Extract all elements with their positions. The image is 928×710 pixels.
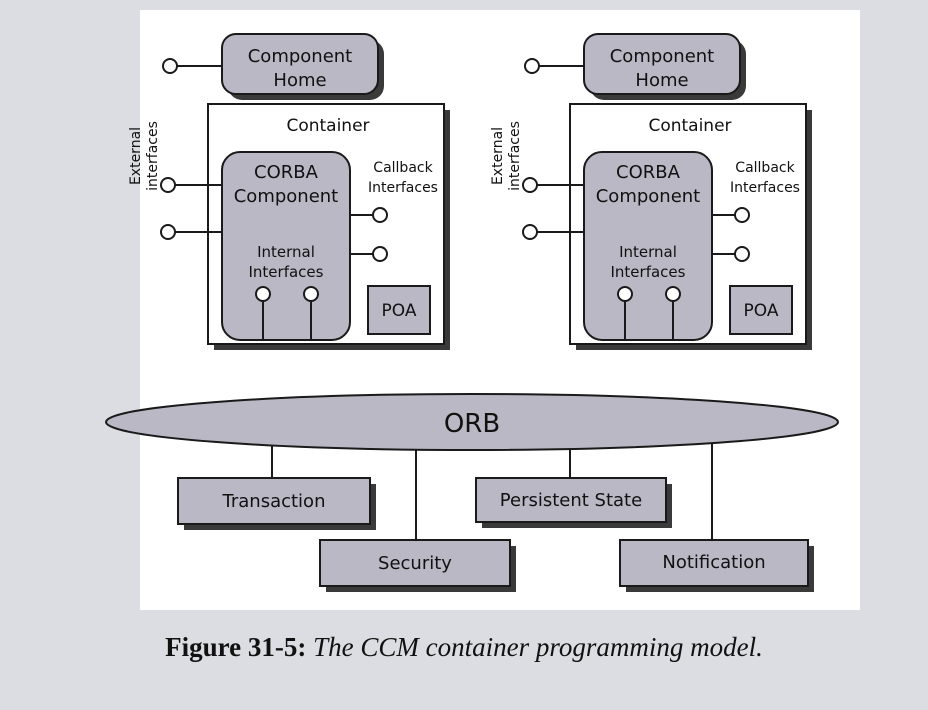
callback-interfaces-label: Interfaces (730, 180, 800, 196)
callback-port-icon (734, 246, 750, 262)
external-port-icon (522, 177, 538, 193)
external-interfaces-label: Externalinterfaces (128, 121, 161, 191)
caption-text: The CCM container programming model. (313, 632, 763, 662)
callback-port-icon (372, 246, 388, 262)
orb-label: ORB (444, 409, 500, 439)
figure-caption: Figure 31-5: The CCM container programmi… (0, 632, 928, 663)
external-interfaces-label: Externalinterfaces (490, 121, 523, 191)
component-home-label: Home (273, 70, 326, 91)
poa-box (729, 285, 793, 335)
internal-interfaces-label: Interfaces (611, 263, 686, 281)
internal-interfaces-label: Interfaces (249, 263, 324, 281)
poa-label: POA (382, 301, 417, 321)
service-persistent-state: Persistent State (475, 477, 672, 528)
left-container-group: ComponentHomeContainerExternalinterfaces… (128, 33, 450, 350)
external-port-icon (522, 224, 538, 240)
corba-component-label: Component (234, 186, 339, 207)
component-home-label: Component (248, 46, 353, 67)
callback-port-icon (734, 207, 750, 223)
home-port-icon (524, 58, 540, 74)
internal-port-icon (255, 286, 271, 302)
service-notification: Notification (619, 539, 814, 592)
poa-label: POA (744, 301, 779, 321)
component-home-box (221, 33, 379, 95)
orb-ellipse (105, 393, 839, 451)
external-port-icon (160, 177, 176, 193)
container-label: Container (648, 116, 731, 136)
service-label: Security (378, 553, 452, 574)
internal-port-icon (617, 286, 633, 302)
service-label: Persistent State (500, 490, 642, 511)
service-box (619, 539, 809, 587)
corba-component-label: CORBA (616, 162, 681, 183)
container-label: Container (286, 116, 369, 136)
service-box (319, 539, 511, 587)
right-container-group: ComponentHomeContainerExternalinterfaces… (490, 33, 812, 350)
internal-port-icon (303, 286, 319, 302)
home-port-icon (162, 58, 178, 74)
callback-port-icon (372, 207, 388, 223)
callback-interfaces-label: Callback (373, 160, 433, 176)
external-port-icon (160, 224, 176, 240)
component-home-label: Home (635, 70, 688, 91)
internal-interfaces-label: Internal (257, 243, 315, 261)
caption-label: Figure 31-5: (165, 632, 307, 662)
callback-interfaces-label: Interfaces (368, 180, 438, 196)
corba-component-label: CORBA (254, 162, 319, 183)
service-security: Security (319, 539, 516, 592)
service-box (177, 477, 371, 525)
orb-bus: ORB (105, 393, 839, 451)
service-transaction: Transaction (177, 477, 376, 530)
service-label: Transaction (222, 491, 326, 512)
corba-component-label: Component (596, 186, 701, 207)
component-home-box (583, 33, 741, 95)
internal-interfaces-label: Internal (619, 243, 677, 261)
component-home-label: Component (610, 46, 715, 67)
callback-interfaces-label: Callback (735, 160, 795, 176)
service-label: Notification (662, 552, 765, 573)
internal-port-icon (665, 286, 681, 302)
service-box (475, 477, 667, 523)
poa-box (367, 285, 431, 335)
